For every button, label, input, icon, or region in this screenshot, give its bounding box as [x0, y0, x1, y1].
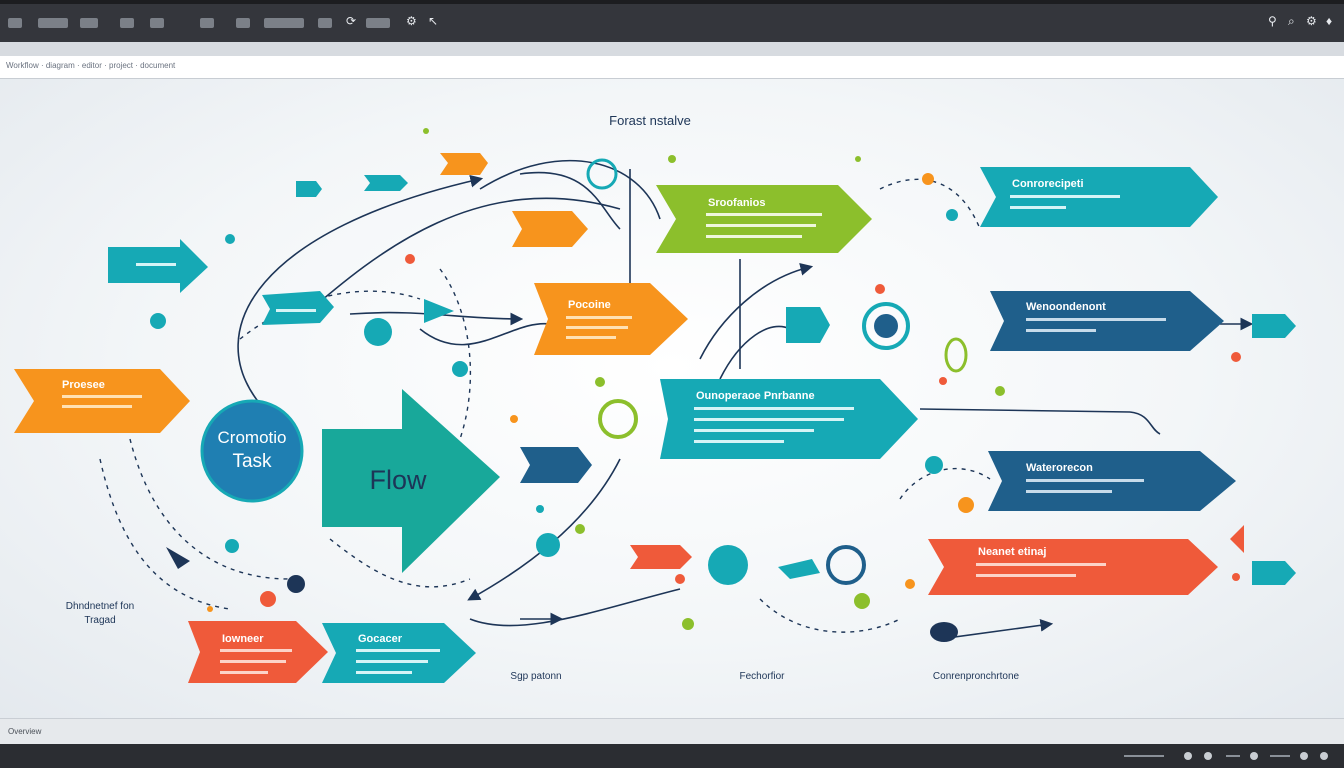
arrow-bottom-red[interactable]: Iowneer: [188, 621, 328, 683]
diagram-title: Forast nstalve: [609, 113, 691, 128]
search-icon[interactable]: ⌕: [1288, 14, 1295, 28]
toolbar-button[interactable]: [236, 18, 250, 28]
diagram-canvas[interactable]: Proesee Cromotio Task Flow Forast nstalv…: [0, 79, 1344, 718]
arrow-label: Neanet etinaj: [978, 546, 1046, 558]
status-bar: Overview: [0, 718, 1344, 745]
arrow-label: Wenoondenont: [1026, 301, 1106, 313]
side-label-line-1: Dhndnetnef fon: [66, 601, 134, 612]
arrow-label: Iowneer: [222, 633, 264, 645]
arrow-left-teal[interactable]: [108, 239, 208, 293]
arrow-label: Waterorecon: [1026, 462, 1093, 474]
side-label-line-2: Tragad: [84, 615, 115, 626]
big-flow-arrow[interactable]: Flow: [322, 389, 500, 573]
dashed-connectors: [99, 178, 991, 633]
toolbar-button[interactable]: [200, 18, 214, 28]
settings-icon[interactable]: ⚙: [406, 14, 417, 28]
arrow-label: Proesee: [62, 379, 105, 391]
toolbar-button[interactable]: [38, 18, 68, 28]
toolbar-button[interactable]: [150, 18, 164, 28]
toolbar-button[interactable]: [318, 18, 332, 28]
arrow-top-green[interactable]: Sroofanios: [656, 185, 872, 253]
toolbar-button[interactable]: [366, 18, 390, 28]
flow-label: Flow: [369, 465, 427, 495]
circle-line-1: Cromotio: [218, 428, 287, 447]
cursor-icon[interactable]: ↖: [428, 14, 439, 28]
taskbar-item[interactable]: [1124, 755, 1164, 757]
circle-line-2: Task: [232, 451, 272, 472]
address-bar[interactable]: Workflow · diagram · editor · project · …: [0, 56, 1344, 79]
app-icon[interactable]: [1320, 752, 1328, 760]
arrow-label: Sroofanios: [708, 197, 765, 209]
bottom-label: Fechorfior: [739, 671, 785, 682]
arrow-mid-teal[interactable]: Ounoperaoe Pnrbanne: [660, 379, 918, 459]
arrow-right-blue-1[interactable]: Wenoondenont: [990, 291, 1224, 351]
arrow-right-red[interactable]: Neanet etinaj: [928, 539, 1218, 595]
arrow-small-teal[interactable]: [262, 291, 334, 325]
toolbar-button[interactable]: [80, 18, 98, 28]
arrow-label: Gocacer: [358, 633, 403, 645]
arrow-label: Conrorecipeti: [1012, 178, 1084, 190]
flow-diagram: Proesee Cromotio Task Flow Forast nstalv…: [14, 113, 1296, 683]
arrow-small-red[interactable]: [630, 545, 692, 569]
refresh-icon[interactable]: ⟳: [346, 14, 357, 28]
app-icon[interactable]: [1204, 752, 1212, 760]
arrow-left-orange[interactable]: Proesee: [14, 369, 190, 433]
arrow-bottom-teal[interactable]: Gocacer: [322, 623, 476, 683]
app-icon[interactable]: [1184, 752, 1192, 760]
small-arrow-icons: [166, 153, 1296, 585]
status-label: Overview: [8, 727, 42, 736]
shield-icon[interactable]: ♦: [1326, 14, 1333, 28]
decorative-dots: [150, 128, 1241, 630]
arrow-right-teal-top[interactable]: Conrorecipeti: [980, 167, 1218, 227]
app-icon[interactable]: [1250, 752, 1258, 760]
center-task-circle[interactable]: Cromotio Task: [200, 399, 304, 503]
arrow-label: Ounoperaoe Pnrbanne: [696, 390, 815, 402]
menu-icon[interactable]: [8, 18, 22, 28]
icon-circles: [364, 158, 968, 642]
toolbar-button[interactable]: [264, 18, 304, 28]
taskbar-item[interactable]: [1270, 755, 1290, 757]
arrow-top-orange[interactable]: [512, 211, 588, 247]
bottom-label: Sgp patonn: [510, 671, 561, 682]
toolbar-button[interactable]: [120, 18, 134, 28]
title-bar: ⟳ ⚙ ↖ ⚲ ⌕ ⚙ ♦: [0, 0, 1344, 42]
arrow-mid-orange[interactable]: Pocoine: [534, 283, 688, 355]
arrow-label: Pocoine: [568, 299, 611, 311]
taskbar: [0, 744, 1344, 768]
app-icon[interactable]: [1300, 752, 1308, 760]
user-icon[interactable]: ⚲: [1268, 14, 1277, 28]
arrow-right-blue-2[interactable]: Waterorecon: [988, 451, 1236, 511]
gear-icon[interactable]: ⚙: [1306, 14, 1317, 28]
taskbar-item[interactable]: [1226, 755, 1240, 757]
tab-strip: [0, 42, 1344, 56]
address-text: Workflow · diagram · editor · project · …: [6, 61, 176, 70]
bottom-label: Conrenpronchrtone: [933, 671, 1020, 682]
